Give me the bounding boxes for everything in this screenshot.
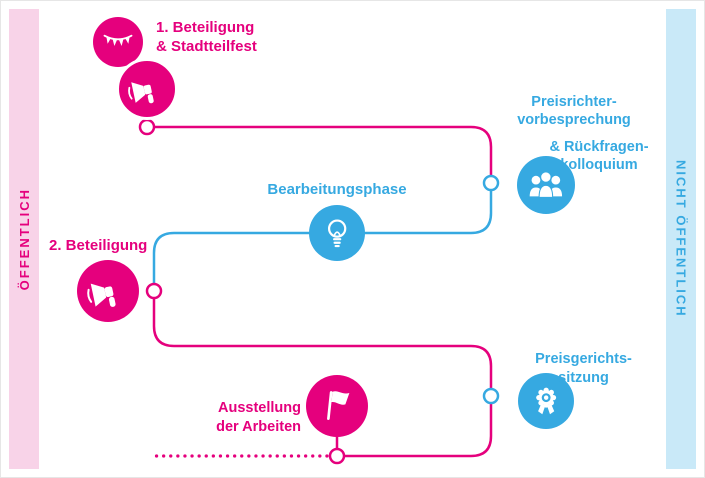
megaphone-icon [116, 58, 178, 120]
medal-icon [518, 373, 574, 429]
step-label-preisrichter-vorbesprechung: Preisrichter- vorbesprechung [517, 94, 631, 128]
flag-glyph [326, 390, 350, 420]
node-ausstellung [328, 447, 346, 465]
step-label-beteiligung1: 1. Beteiligung & Stadtteilfest [156, 19, 257, 55]
bunting-glyph [103, 34, 133, 47]
connector-phase3 [152, 289, 493, 398]
lightbulb-glyph [327, 219, 347, 248]
public-band: ÖFFENTLICH [9, 9, 39, 469]
connector-phase4 [335, 394, 493, 458]
megaphone-glyph [127, 82, 154, 104]
medal-glyph [536, 387, 556, 415]
node-beteiligung2 [145, 282, 163, 300]
non-public-band: NICHT ÖFFENTLICH [666, 9, 696, 469]
step-label-preisgerichtssitzung: Preisgerichts- sitzung [535, 351, 632, 386]
node-preisgericht [482, 387, 500, 405]
bunting-icon [93, 17, 143, 67]
flag-icon [306, 375, 368, 437]
step-label-rueckfragenkolloquium: & Rückfragen- kolloquium [549, 139, 649, 173]
jury-icon [517, 156, 575, 214]
lightbulb-icon [309, 205, 365, 261]
step-label-bearbeitungsphase: Bearbeitungsphase [267, 181, 407, 198]
node-preisrichter [482, 174, 500, 192]
connector-phase1 [145, 93, 493, 185]
step-label-beteiligung2: 2. Beteiligung [49, 237, 148, 254]
step-label-ausstellung: Ausstellung der Arbeiten [216, 400, 301, 435]
jury-glyph [529, 171, 563, 199]
megaphone-icon [77, 260, 139, 322]
megaphone-glyph [86, 283, 116, 307]
node-beteiligung1 [138, 118, 156, 136]
non-public-band-label: NICHT ÖFFENTLICH [673, 160, 689, 318]
